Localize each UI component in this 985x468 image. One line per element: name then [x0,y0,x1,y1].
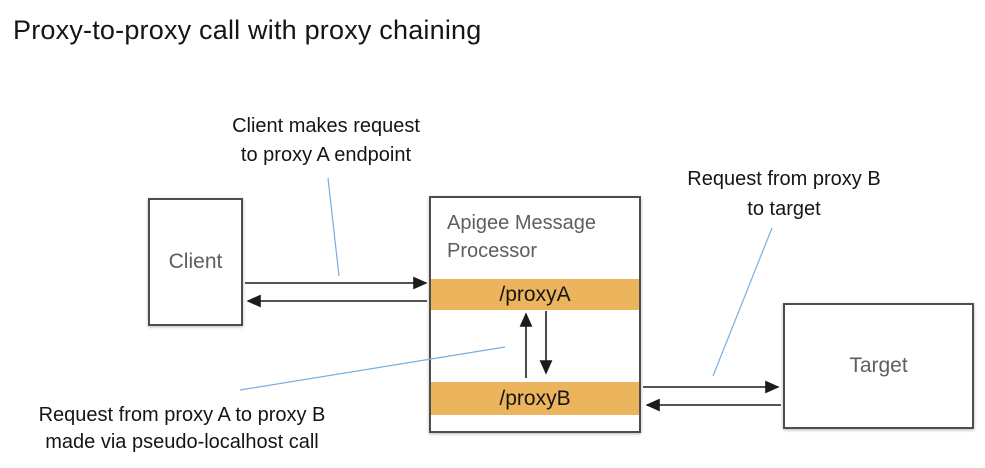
message-processor-box: Apigee Message Processor /proxyA /proxyB [429,196,641,433]
leader-client-request [327,177,340,277]
annotation-proxy-b-to-target: Request from proxy B to target [634,164,934,224]
client-box: Client [148,198,243,326]
proxy-a-bar: /proxyA [431,279,639,310]
diagram-title: Proxy-to-proxy call with proxy chaining [13,15,482,45]
client-box-label: Client [168,250,223,273]
annotation-client-request: Client makes request to proxy A endpoint [176,112,476,170]
annotation-proxy-b-to-target-line2: to target [747,198,821,220]
target-box: Target [783,303,974,429]
proxy-b-bar: /proxyB [431,382,639,415]
annotation-proxy-a-to-proxy-b-line1: Request from proxy A to proxy B [38,404,326,426]
leader-proxy-b-to-target [712,227,773,377]
annotation-client-request-line1: Client makes request [232,115,420,137]
annotation-proxy-b-to-target-line1: Request from proxy B [687,168,881,190]
annotation-client-request-line2: to proxy A endpoint [240,144,412,166]
message-processor-label: Apigee Message Processor [447,212,596,262]
proxy-a-label: /proxyA [499,282,571,306]
annotation-proxy-a-to-proxy-b: Request from proxy A to proxy B made via… [7,402,357,456]
annotation-proxy-a-to-proxy-b-line2: made via pseudo-localhost call [45,431,319,453]
target-box-label: Target [849,354,908,377]
proxy-b-label: /proxyB [499,386,571,410]
